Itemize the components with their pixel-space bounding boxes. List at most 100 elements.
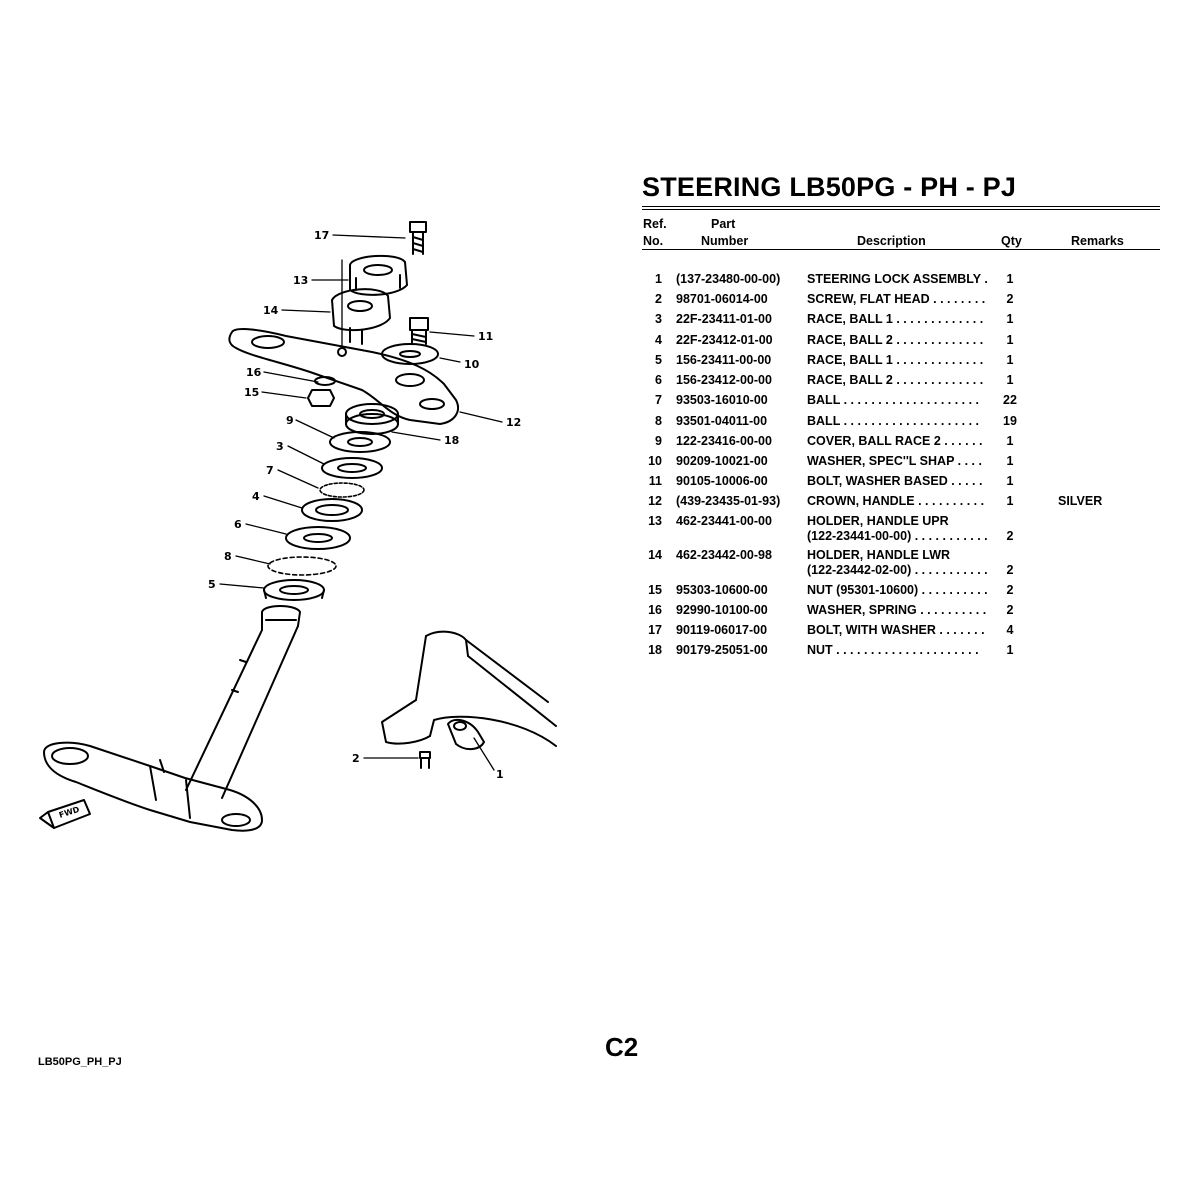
part-description: HOLDER, HANDLE LWR [807,548,951,562]
under-bracket [43,741,263,832]
ref-number: 5 [655,353,662,367]
part-1-steering-lock [447,718,485,750]
callout-2: 2 [352,752,360,765]
quantity: 1 [1006,454,1014,468]
part-description: BALL . . . . . . . . . . . . . . . . . .… [807,393,980,407]
title-rule-top [642,206,1160,207]
callout-4: 4 [252,490,260,503]
part-4-race [301,498,363,522]
callout-12: 12 [506,416,521,429]
part-9-cover [329,431,391,453]
ref-number: 3 [655,312,662,326]
quantity: 1 [1006,353,1014,367]
part-14-holder-lower [331,288,391,345]
part-number: 90105-10006-00 [676,474,768,488]
part-18-nut [345,403,399,435]
part-3-race [321,457,383,479]
quantity: 1 [1006,643,1014,657]
part-description: RACE, BALL 2 . . . . . . . . . . . . . [807,333,984,347]
part-11-bolt [409,317,429,345]
ref-number: 11 [648,474,662,488]
part-number: 93501-04011-00 [676,414,768,428]
part-13-holder-upper [349,254,408,296]
callout-6: 6 [234,518,242,531]
ref-number: 4 [655,333,662,347]
callout-16: 16 [246,366,262,379]
part-number: 98701-06014-00 [676,292,768,306]
part-number: 90179-25051-00 [676,643,768,657]
quantity: 19 [1003,414,1017,428]
quantity: 4 [1006,623,1014,637]
part-number: 156-23412-00-00 [676,373,772,387]
part-number: 22F-23412-01-00 [676,333,773,347]
part-12-crown-handle [228,328,459,425]
ref-number: 10 [648,454,662,468]
part-number: 462-23442-00-98 [676,548,772,562]
quantity: 2 [1006,563,1014,577]
remarks: SILVER [1058,494,1103,508]
ref-number: 15 [648,583,662,597]
callout-3: 3 [276,440,284,453]
fwd-arrow-icon: FWD [39,799,91,829]
part-number: 90209-10021-00 [676,454,768,468]
part-description: SCREW, FLAT HEAD . . . . . . . . [807,292,986,306]
quantity: 2 [1006,292,1014,306]
table-row: 4 22F-23412-01-00 RACE, BALL 2 . . . . . .… [640,333,1160,353]
frame-inset [381,630,557,747]
part-description: WASHER, SPEC''L SHAP . . . . [807,454,982,468]
header-ref-top: Ref. [643,217,667,231]
ref-number: 9 [655,434,662,448]
part-number: 95303-10600-00 [676,583,768,597]
part-number: 92990-10100-00 [676,603,768,617]
part-2-screw [419,751,431,769]
part-description-line2: (122-23442-02-00) . . . . . . . . . . . [807,563,988,577]
ref-number: 13 [648,514,662,528]
part-description: BOLT, WITH WASHER . . . . . . . [807,623,985,637]
leader-lines [219,234,503,771]
part-number: 122-23416-00-00 [676,434,772,448]
callout-17: 17 [314,229,329,242]
table-row: 11 90105-10006-00 BOLT, WASHER BASED . . .… [640,474,1160,494]
part-description: BOLT, WASHER BASED . . . . . [807,474,983,488]
header-rule [642,249,1160,250]
ref-number: 18 [648,643,662,657]
callout-13: 13 [293,274,308,287]
model-code: LB50PG_PH_PJ [38,1056,122,1068]
header-qty: Qty [1001,234,1022,248]
exploded-parts-diagram: FWD 17 [39,221,557,832]
part-description-line2: (122-23441-00-00) . . . . . . . . . . . [807,529,988,543]
quantity: 2 [1006,583,1014,597]
ref-number: 1 [655,272,662,286]
ref-number: 6 [655,373,662,387]
part-description: WASHER, SPRING . . . . . . . . . . [807,603,987,617]
callout-numbers: 17 13 14 11 10 16 15 12 18 9 3 7 4 6 8 5… [208,229,521,781]
part-description: CROWN, HANDLE . . . . . . . . . . [807,494,985,508]
ref-number: 12 [648,494,662,508]
part-6-race [285,526,351,550]
part-15-nut [307,389,335,407]
part-7-balls [319,482,365,498]
part-description: BALL . . . . . . . . . . . . . . . . . .… [807,414,980,428]
part-5-race [263,579,325,601]
part-description: RACE, BALL 1 . . . . . . . . . . . . . [807,353,984,367]
part-number: 93503-16010-00 [676,393,768,407]
callout-18: 18 [444,434,459,447]
page-number: C2 [605,1032,639,1062]
callout-10: 10 [464,358,480,371]
callout-11: 11 [478,330,493,343]
quantity: 2 [1006,529,1014,543]
part-17-bolt [409,221,427,255]
table-row: 2 98701-06014-00 SCREW, FLAT HEAD . . . . … [640,292,1160,312]
callout-14: 14 [263,304,279,317]
part-description: HOLDER, HANDLE UPR [807,514,949,528]
page-title: STEERING LB50PG - PH - PJ [642,172,1017,202]
callout-7: 7 [266,464,274,477]
